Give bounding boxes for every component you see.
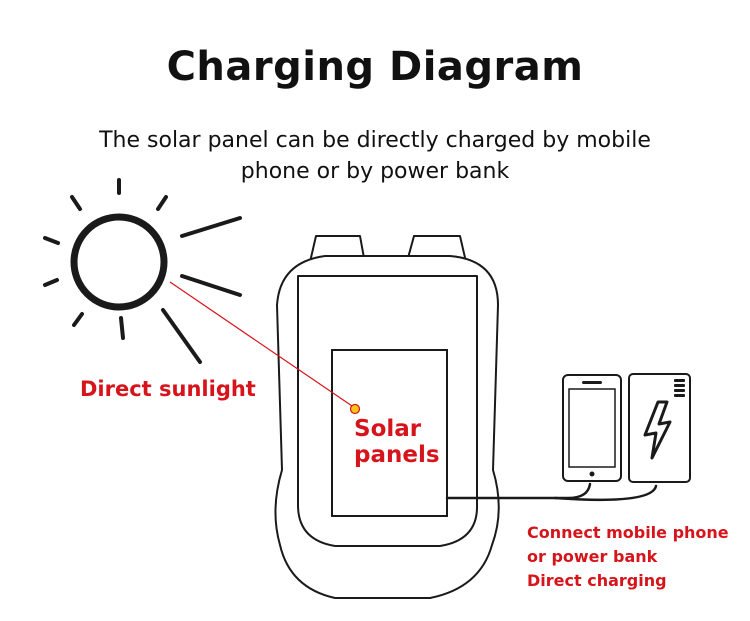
power-bank-icon xyxy=(628,373,691,483)
sun-ray xyxy=(70,195,82,211)
solar-panels-label-line-1: Solar xyxy=(354,416,422,442)
mobile-phone-icon xyxy=(562,374,622,482)
connect-device-label: Connect mobile phone or power bank Direc… xyxy=(527,521,729,593)
sun-ray xyxy=(156,195,168,211)
lightning-bolt-icon xyxy=(643,400,672,460)
charging-cable xyxy=(445,482,658,502)
solar-panel-icon xyxy=(331,349,448,517)
sun-ray xyxy=(180,216,242,238)
sunlight-pointer-dot xyxy=(349,403,361,415)
cable-to-power-bank xyxy=(553,484,658,502)
page-title: Charging Diagram xyxy=(166,44,584,90)
connect-device-label-line-1: Connect mobile phone xyxy=(527,523,729,542)
sun-ray xyxy=(43,278,59,287)
sun-ray xyxy=(43,236,60,245)
sun-icon xyxy=(43,178,242,364)
subtitle-line-2: phone or by power bank xyxy=(240,159,510,184)
sunlight-pointer-line xyxy=(169,281,356,409)
sun-ray xyxy=(180,274,242,297)
subtitle: The solar panel can be directly charged … xyxy=(60,125,690,187)
connect-device-label-line-2: or power bank xyxy=(527,547,658,566)
sun-ray xyxy=(161,308,202,364)
phone-speaker xyxy=(582,381,602,384)
direct-sunlight-label: Direct sunlight xyxy=(80,377,256,401)
connect-device-label-line-3: Direct charging xyxy=(527,571,667,590)
subtitle-line-1: The solar panel can be directly charged … xyxy=(99,128,651,153)
battery-indicator-icon xyxy=(674,379,685,397)
phone-screen xyxy=(568,388,616,468)
sun-ray xyxy=(72,312,84,327)
sun-ray xyxy=(119,316,125,340)
solar-panels-label-line-2: panels xyxy=(354,442,440,468)
phone-home-button xyxy=(589,471,595,477)
solar-panels-label: Solar panels xyxy=(354,416,440,468)
sun-disc xyxy=(70,213,168,311)
